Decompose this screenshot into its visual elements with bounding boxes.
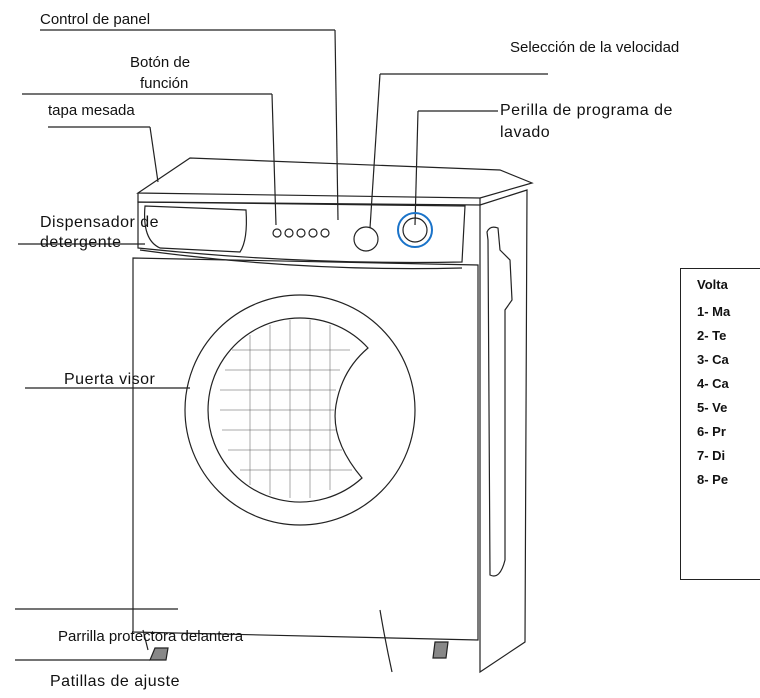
label-front-grill: Parrilla protectora delantera — [58, 628, 244, 645]
spec-box-title: Volta — [697, 277, 728, 292]
speed-knob — [353, 226, 379, 252]
spec-item: 1- Ma — [697, 304, 731, 319]
front-body — [132, 257, 479, 641]
spec-item: 7- Di — [697, 448, 726, 463]
label-function-button-line1: Botón de — [130, 54, 191, 71]
label-door: Puerta visor — [64, 371, 156, 388]
label-top-cover: tapa mesada — [48, 102, 135, 119]
side-panel — [479, 189, 528, 674]
spec-item: 4- Ca — [697, 376, 729, 391]
program-knob — [397, 212, 433, 248]
label-speed-selection: Selección de la velocidad — [510, 39, 680, 56]
label-dispenser-line2: detergente — [40, 234, 122, 251]
spec-list: 1- Ma 2- Te 3- Ca 4- Ca 5- Ve 6- Pr 7- D… — [697, 304, 730, 496]
spec-item: 8- Pe — [697, 472, 729, 487]
control-panel — [137, 201, 466, 264]
label-control-panel: Control de panel — [40, 11, 151, 28]
label-program-knob-line1: Perilla de programa de — [500, 102, 673, 119]
label-function-button-line2: función — [140, 75, 189, 92]
spec-item: 5- Ve — [697, 400, 728, 415]
front-leg-left — [142, 629, 149, 651]
label-dispenser-line1: Dispensador de — [40, 214, 160, 231]
spec-item: 2- Te — [697, 328, 727, 343]
spec-item: 6- Pr — [697, 424, 726, 439]
dispenser-drawer — [143, 205, 247, 253]
label-program-knob-line2: lavado — [500, 124, 551, 141]
label-feet: Patillas de ajuste — [50, 673, 180, 690]
door-outer-ring — [184, 294, 416, 526]
spec-box: Volta 1- Ma 2- Te 3- Ca 4- Ca 5- Ve 6- P… — [680, 268, 760, 580]
spec-item: 3- Ca — [697, 352, 729, 367]
front-leg-right — [432, 641, 449, 659]
top-cover — [136, 157, 534, 199]
door-glass — [207, 317, 369, 503]
